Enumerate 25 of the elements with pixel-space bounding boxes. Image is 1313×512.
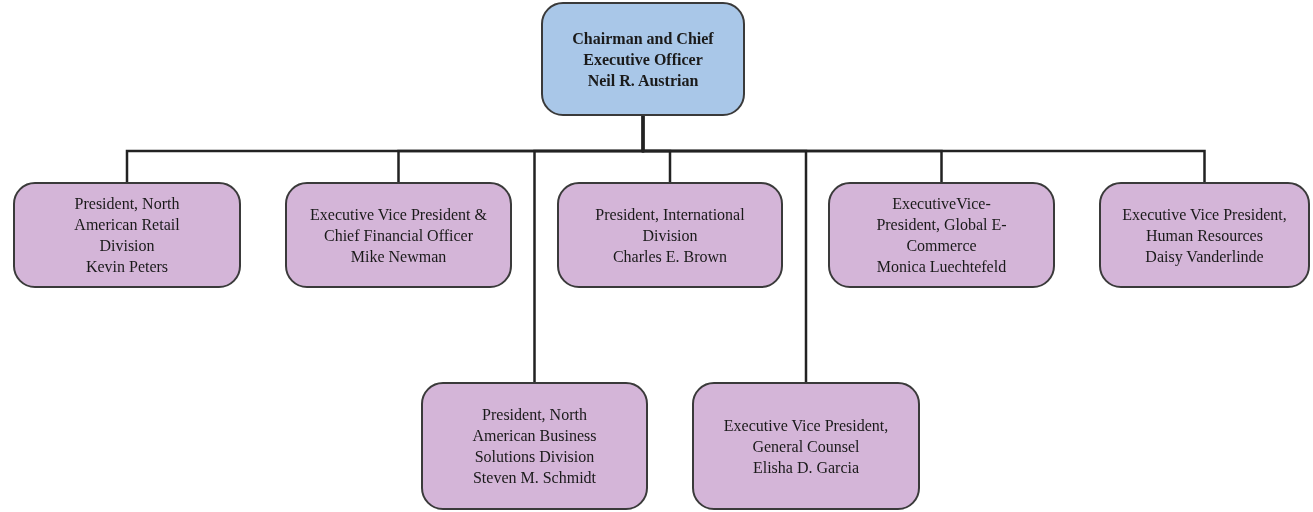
person-name: Elisha D. Garcia [752, 457, 860, 478]
person-name: Kevin Peters [85, 257, 169, 277]
person-name: Daisy Vanderlinde [1145, 246, 1264, 267]
job-title: Executive Vice President & Chief Financial Officer [309, 204, 488, 246]
officer-box [557, 182, 783, 288]
job-title: President, North American Retail Division [73, 194, 181, 256]
officer-box [692, 382, 920, 510]
job-title: Executive Vice President, Human Resources [1121, 204, 1288, 246]
job-title: President, North American Business Solutions Division [471, 405, 598, 467]
officer-box [828, 182, 1055, 288]
executive-box [541, 2, 745, 116]
job-title: Executive Vice President, General Counsel [722, 415, 890, 457]
job-title: ExecutiveVice-President, Global E-Commerce [875, 194, 1008, 256]
person-name: Neil R. Austrian [587, 70, 699, 91]
officer-box [1099, 182, 1310, 288]
officer-box [285, 182, 512, 288]
officer-box [13, 182, 241, 288]
officer-box [421, 382, 648, 510]
connector-line [641, 116, 1206, 182]
job-title: President, International Division [594, 204, 746, 246]
job-title: Chairman and Chief Executive Officer [571, 28, 715, 70]
person-name: Mike Newman [350, 246, 447, 267]
person-name: Monica Luechtefeld [876, 257, 1007, 277]
person-name: Charles E. Brown [612, 246, 728, 267]
person-name: Steven M. Schmidt [472, 468, 597, 488]
